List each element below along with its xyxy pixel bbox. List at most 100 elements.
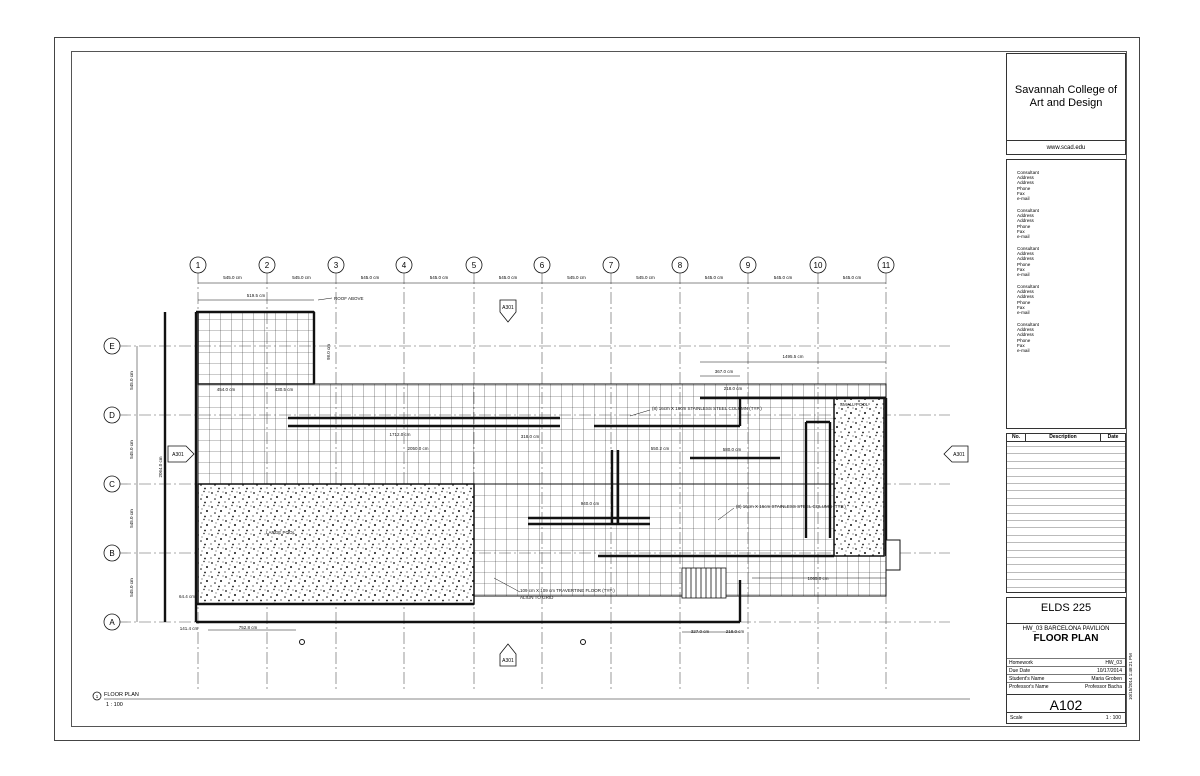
grid-bubble-label: 4 [402,261,407,270]
dimension-text: 367.0 cm [715,369,734,374]
consultant-line: Address [1017,251,1034,257]
revision-row [1007,534,1125,536]
section-tag-text: A301 [172,452,184,458]
section-marker-top: A301 [499,299,517,323]
walls [163,310,888,624]
revision-row [1007,527,1125,529]
dimension-text: 64.4 cm [179,594,195,599]
column-spacing-label: 545.0 cm [430,275,449,280]
consultant-line: Fax [1017,342,1025,348]
section-tag-text: A301 [953,452,965,458]
meta-key: Due Date [1009,668,1031,674]
grid-bubble-8: 8 [671,256,689,274]
section-marker-left: A301 [167,445,195,463]
view-number: 1 [96,694,99,699]
section-marker-right: A301 [943,445,969,463]
grid-bubble-label: 11 [882,261,891,270]
stair [681,567,727,599]
consultant-line: Phone [1017,223,1031,229]
consultant-line: e-mail [1017,234,1030,240]
grid-bubble-4: 4 [395,256,413,274]
grid-bubble-label: D [109,411,115,420]
dimension-text: 550.2 cm [651,446,670,451]
column-spacing-label: 545.0 cm [361,275,380,280]
grid-bubble-label: 8 [678,261,683,270]
column-spacing-label: 545.0 cm [705,275,724,280]
small-pool [833,397,885,557]
column-spacing-dimensions: 545.0 cm 545.0 cm 545.0 cm 545.0 cm 545.0 cm… [198,275,886,284]
row-spacing-label: 545.0 cm [129,509,134,528]
section-tag-text: A301 [502,658,514,664]
row-spacing-label: 545.0 cm [129,440,134,459]
grid-bubble-label: 1 [196,261,201,270]
revision-row [1007,571,1125,573]
dimension-text: 430.5 cm [275,387,294,392]
revision-row [1007,512,1125,514]
grid-bubble-label: 7 [609,261,614,270]
grid-bubble-2: 2 [258,256,276,274]
grid-bubble-10: 10 [809,256,827,274]
project-block: ELDS 225 HW_03 BARCELONA PAVILION FLOOR … [1006,597,1126,724]
column-spacing-label: 545.0 cm [567,275,586,280]
small-pool-label: SMALL POOL [840,402,869,407]
consultant-line: Consultant [1017,322,1039,327]
revision-row [1007,446,1125,447]
revision-row [1007,579,1125,581]
print-timestamp: 10/15/2014 1:48:21 PM [1128,653,1133,700]
annotations: ROOF ABOVE (8) 16cm X 16cm STAINLESS STE… [266,296,869,600]
grid-bubble-label: A [109,618,115,627]
grid-bubble-5: 5 [465,256,483,274]
sheet-border [54,37,1140,741]
travertine-note: 109 cm X 109 cm TRAVERTINE FLOOR (TYP.) [520,588,615,593]
scale-row: Scale 1 : 100 [1007,712,1125,723]
dimension-text: 218.0 cm [724,386,743,391]
revision-row [1007,497,1125,499]
column-note-text: (8) 16cm X 16cm STAINLESS STEEL COLUMN (… [652,406,762,411]
column-spacing-label: 545.0 cm [774,275,793,280]
dimension-text: 218.0 cm [726,629,745,634]
column-spacing-label: 545.0 cm [292,275,311,280]
grid-bubble-B: B [103,544,121,562]
revision-row [1007,549,1125,551]
consultant-line: Address [1017,256,1034,262]
consultant-line: Consultant [1017,170,1039,175]
dimension-text: 2064.0 cm [158,456,163,477]
project-name: HW_03 BARCELONA PAVILION [1007,623,1125,632]
consultant-line: Phone [1017,261,1031,267]
sheet-title: FLOOR PLAN [1033,633,1099,644]
revision-row [1007,453,1125,455]
meta-row: Due Date 10/17/2014 [1007,666,1125,675]
dimension-text: 98.0 cm [326,344,331,360]
grid-bubble-label: B [109,549,114,558]
travertine-floor-main [197,383,887,485]
column-spacing-label: 545.0 cm [499,275,518,280]
grid-bubble-label: 6 [540,261,545,270]
grid-bubble-6: 6 [533,256,551,274]
revision-row [1007,468,1125,470]
revision-header: No. Description Date [1007,434,1125,442]
meta-key: Homework [1009,660,1033,666]
dimension-text: 327.0 cm [691,629,710,634]
view-title-text: FLOOR PLAN [104,692,139,698]
consultant-line: Consultant [1017,284,1039,289]
align-note: ALIGN TO GRID [520,595,554,600]
consultant-line: Address [1017,175,1034,181]
grid-bubble-label: 2 [265,261,270,270]
revision-no-header: No. [1007,434,1026,441]
dimension-text: 519.5 cm [247,293,266,298]
scale-value: 1 : 100 [1105,715,1121,721]
meta-value: 10/17/2014 [1096,668,1122,674]
column-note-text: (8) 16cm X 16cm STAINLESS STEEL COLUMN (… [736,504,846,509]
dimension-text: 1712.0 cm [389,432,410,437]
meta-key: Professor's Name [1009,684,1049,690]
dimension-labels: 519.5 cm 1495.5 cm 367.0 cm 218.0 cm 171… [158,293,886,634]
consultant-line: Phone [1017,337,1031,343]
